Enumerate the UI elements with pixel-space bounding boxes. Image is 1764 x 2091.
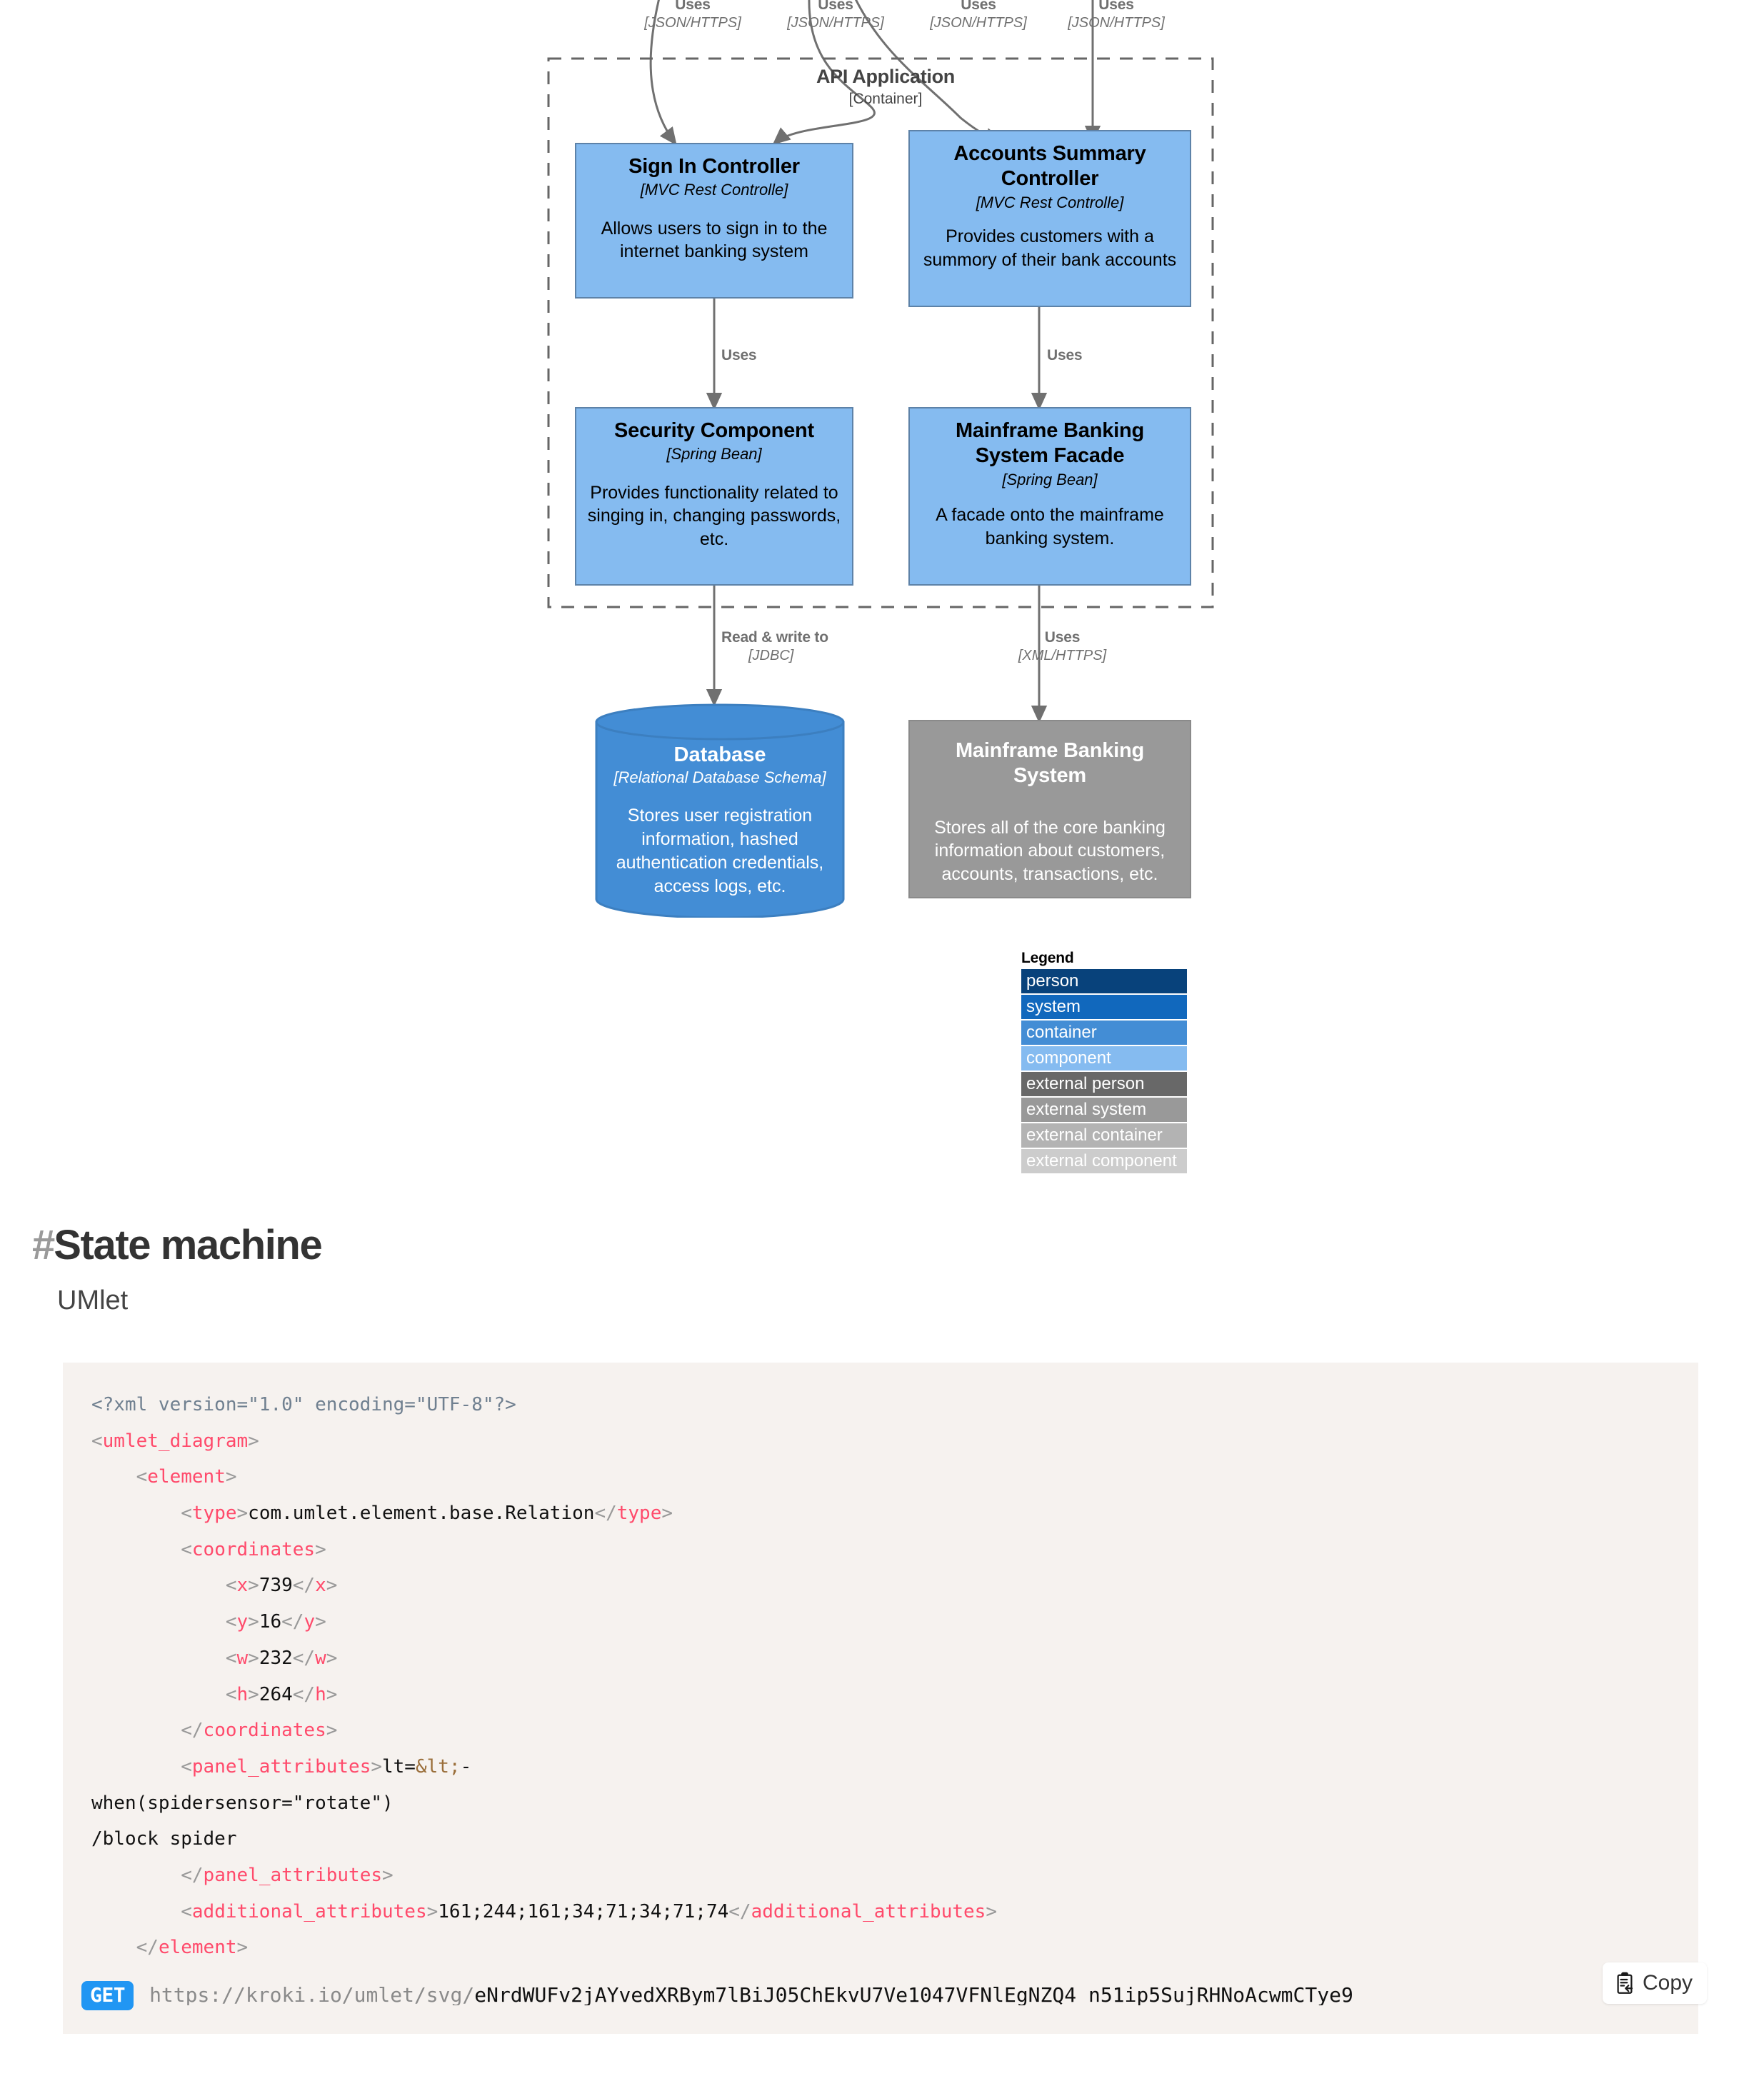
node-sign-in-controller[interactable]: Sign In Controller [MVC Rest Controlle] … [575, 143, 853, 299]
page-title: State machine [54, 1222, 322, 1268]
node-mainframe-banking-system-facade[interactable]: Mainframe Banking System Facade [Spring … [908, 407, 1191, 586]
node-security-component[interactable]: Security Component [Spring Bean] Provide… [575, 407, 853, 586]
legend-item-person: person [1021, 969, 1187, 993]
node-database[interactable]: Database [Relational Database Schema] St… [595, 703, 845, 918]
copy-button-label: Copy [1643, 1971, 1693, 1995]
database-cylinder-shape [595, 703, 845, 918]
edge-label-tech: [JSON/HTTPS] [644, 15, 741, 31]
code-content: <?xml version="1.0" encoding="UTF-8"?> <… [91, 1394, 997, 1959]
heading-anchor-icon[interactable]: # [32, 1222, 55, 1268]
node-description: Provides functionality related to singin… [587, 482, 841, 549]
node-tech: [MVC Rest Controlle] [976, 193, 1124, 211]
edge-label-text: Uses [1047, 347, 1083, 363]
edge-label-text: Uses [818, 0, 853, 13]
node-tech: [MVC Rest Controlle] [640, 181, 788, 199]
edge-label-text: Uses [1044, 629, 1081, 646]
node-description: Allows users to sign in to the internet … [601, 218, 828, 262]
url-payload: eNrdWUFv2jAYvedXRBym7lBiJ05ChEkvU7Ve1047… [474, 1985, 1378, 2005]
node-tech: [Spring Bean] [666, 445, 762, 463]
node-description: Provides customers with a summory of the… [923, 226, 1177, 270]
node-accounts-summary-controller[interactable]: Accounts Summary Controller [MVC Rest Co… [908, 130, 1191, 307]
section-heading: # State machine [32, 1221, 323, 1269]
edge-label-text: Read & write to [721, 629, 828, 646]
node-title: Accounts Summary Controller [953, 142, 1146, 191]
node-title: Sign In Controller [628, 155, 800, 178]
node-description: Stores user registration information, ha… [616, 806, 824, 896]
url-scheme: https://kroki.io/umlet/svg/ [149, 1985, 475, 2005]
edge-label-text: Uses [721, 347, 757, 363]
boundary-title: API Application [816, 66, 955, 87]
edge-label-uses-xml-https: Uses [XML/HTTPS] [1000, 628, 1125, 665]
node-title: Mainframe Banking System Facade [955, 419, 1145, 468]
request-url[interactable]: https://kroki.io/umlet/svg/eNrdWUFv2jAYv… [149, 1985, 1680, 2005]
c4-component-diagram: API Application [Container] Uses [JSON/H… [547, 0, 1214, 1173]
edge-label-uses-3: Uses [JSON/HTTPS] [921, 0, 1036, 32]
legend-item-component: component [1021, 1046, 1187, 1070]
edge-label-uses-1: Uses [JSON/HTTPS] [636, 0, 750, 32]
node-description: A facade onto the mainframe banking syst… [936, 505, 1164, 548]
edge-label-tech: [XML/HTTPS] [1018, 648, 1107, 664]
edge-label-tech: [JSON/HTTPS] [1068, 15, 1165, 31]
edge-label-read-write-jdbc: Read & write to [JDBC] [721, 628, 907, 665]
legend-item-external-person: external person [1021, 1072, 1187, 1096]
node-tech: [Relational Database Schema] [613, 768, 826, 786]
edge-label-tech: [JSON/HTTPS] [930, 15, 1027, 31]
legend-item-external-system: external system [1021, 1098, 1187, 1122]
node-tech: [Spring Bean] [1002, 470, 1098, 488]
legend-item-external-component: external component [1021, 1149, 1187, 1173]
diagram-connectors [547, 0, 1214, 723]
legend-item-system: system [1021, 995, 1187, 1019]
legend-item-container: container [1021, 1021, 1187, 1045]
edge-label-text: Uses [675, 0, 711, 13]
node-title: Database [673, 743, 766, 766]
edge-label-uses-6: Uses [1047, 346, 1161, 365]
edge-label-uses-5: Uses [721, 346, 836, 365]
copy-button[interactable]: Copy [1603, 1962, 1708, 2004]
boundary-label: API Application [Container] [786, 66, 986, 108]
edge-label-uses-4: Uses [JSON/HTTPS] [1059, 0, 1173, 32]
node-description: Stores all of the core banking informati… [934, 817, 1166, 884]
node-title: Security Component [614, 419, 814, 442]
edge-label-text: Uses [961, 0, 996, 13]
edge-label-uses-2: Uses [JSON/HTTPS] [778, 0, 893, 32]
edge-label-text: Uses [1098, 0, 1134, 13]
legend-item-external-container: external container [1021, 1123, 1187, 1148]
clipboard-copy-icon [1614, 1971, 1635, 1995]
http-method-badge: GET [81, 1980, 134, 2010]
code-block[interactable]: <?xml version="1.0" encoding="UTF-8"?> <… [63, 1363, 1698, 1990]
section-subtitle: UMlet [57, 1285, 129, 1315]
edge-label-tech: [JSON/HTTPS] [787, 15, 884, 31]
edge-label-tech: [JDBC] [748, 648, 794, 664]
request-url-bar[interactable]: GET https://kroki.io/umlet/svg/eNrdWUFv2… [63, 1957, 1698, 2034]
node-title: Mainframe Banking System [955, 739, 1145, 788]
node-mainframe-banking-system[interactable]: Mainframe Banking System Stores all of t… [908, 720, 1191, 898]
legend-title: Legend [1021, 950, 1074, 966]
boundary-subtitle: [Container] [848, 91, 923, 107]
